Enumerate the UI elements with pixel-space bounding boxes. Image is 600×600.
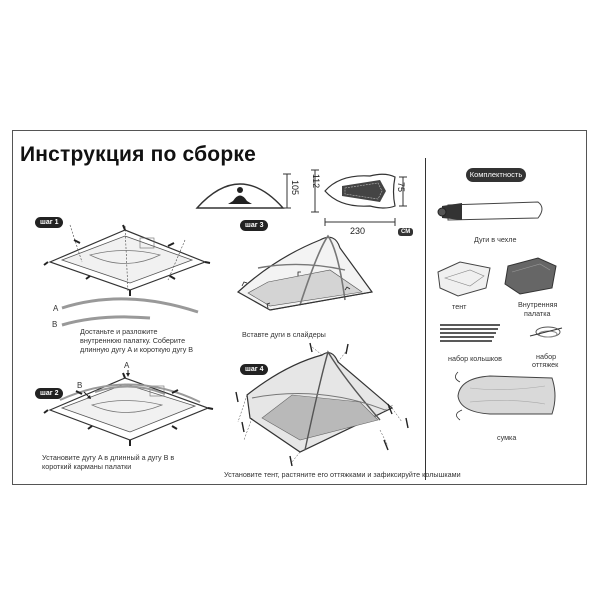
page-title: Инструкция по сборке bbox=[20, 143, 256, 166]
step-2-badge: шаг 2 bbox=[35, 388, 64, 399]
pole-b-label: B bbox=[52, 320, 58, 329]
unit-badge: СМ bbox=[398, 228, 414, 236]
step-1-text-2: внутреннюю палатку. Соберите bbox=[80, 336, 186, 345]
instruction-frame bbox=[12, 130, 587, 485]
kit-guylines-label-2: оттяжек bbox=[532, 360, 559, 369]
step-2-text-2: короткий карманы палатки bbox=[42, 462, 132, 471]
kit-pegs-label: набор кольшков bbox=[448, 354, 502, 363]
height-label: 105 bbox=[290, 180, 300, 196]
kit-inner-tent-label-1: Внутренняя bbox=[518, 300, 558, 309]
step-1-badge: шаг 1 bbox=[35, 217, 64, 228]
step-2-text-1: Установите дугу A в длинный а дугу B в bbox=[42, 453, 175, 462]
step-1-text-1: Достаньте и разложите bbox=[80, 327, 158, 336]
kit-badge: Комплектность bbox=[466, 168, 526, 182]
kit-guylines-label-1: набор bbox=[536, 352, 557, 361]
step-1-text-3: длинную дугу A и короткую дугу B bbox=[80, 345, 194, 354]
step-2-pole-b-label: B bbox=[77, 381, 83, 390]
length-label: 230 bbox=[350, 226, 366, 236]
step-3-text: Вставте дуги в слайдеры bbox=[242, 330, 326, 339]
kit-poles-label: Дуги в чехле bbox=[474, 235, 517, 244]
step-2-pole-a-label: A bbox=[124, 361, 130, 370]
kit-fly-label: тент bbox=[452, 302, 467, 311]
step-3-badge: шаг 3 bbox=[240, 220, 269, 231]
pole-a-label: A bbox=[53, 304, 59, 313]
step-4-text: Установите тент, растяните его оттяжками… bbox=[224, 470, 461, 479]
kit-inner-tent-label-2: палатка bbox=[524, 309, 551, 318]
kit-bag-label: сумка bbox=[497, 433, 517, 442]
step-4-badge: шаг 4 bbox=[240, 364, 269, 375]
section-divider bbox=[425, 158, 426, 480]
end-height-label: 75 bbox=[396, 181, 407, 193]
width-label: 112 bbox=[311, 173, 322, 189]
